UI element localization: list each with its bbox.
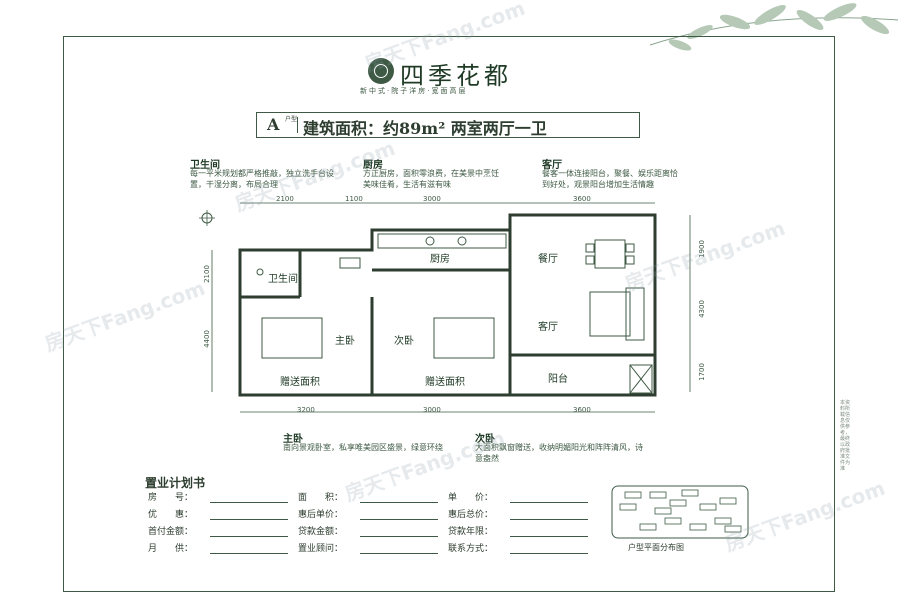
form-title: 置业计划书	[145, 476, 206, 490]
form-row: 优 惠： 惠后单价： 惠后总价：	[148, 507, 588, 525]
flower-logo-icon	[368, 58, 394, 84]
room-master: 主卧	[335, 336, 355, 347]
form-field-input[interactable]	[210, 553, 288, 554]
form-field-input[interactable]	[360, 502, 438, 503]
room-dining: 餐厅	[538, 254, 558, 265]
dim-top-1: 2100	[276, 195, 294, 203]
brand-name: 四季花都	[400, 62, 512, 90]
form-field-label: 面 积：	[298, 493, 344, 503]
dim-top-3: 3000	[423, 195, 441, 203]
brand-slogan: 新中式·院子洋房·宽面高层	[360, 87, 468, 95]
form-field-label: 惠后总价：	[448, 510, 494, 520]
form-field-label: 首付金额：	[148, 527, 194, 537]
form-field-input[interactable]	[510, 502, 588, 503]
room-living: 客厅	[538, 322, 558, 333]
kitchen-label: 厨房	[363, 160, 383, 171]
form-field-input[interactable]	[360, 553, 438, 554]
divider	[297, 117, 298, 133]
dim-top-4: 3600	[573, 195, 591, 203]
living-label: 客厅	[542, 160, 562, 171]
form-field-input[interactable]	[510, 553, 588, 554]
site-minimap	[611, 485, 749, 539]
form-field-label: 优 惠：	[148, 510, 194, 520]
form-field-label: 贷款金额：	[298, 527, 344, 537]
form-field-input[interactable]	[510, 519, 588, 520]
dim-bottom-2: 3000	[423, 406, 441, 414]
minimap-caption: 户型平面分布图	[628, 543, 684, 552]
form-field-label: 置业顾问：	[298, 544, 344, 554]
bath-label: 卫生间	[190, 160, 220, 171]
side-note: 本资料所载信息仅供参考，最终以政府批准文件为准	[840, 400, 851, 472]
second-label: 次卧	[475, 434, 495, 445]
leaf-decoration	[649, 3, 899, 51]
room-bath: 卫生间	[268, 274, 298, 285]
form-field-label: 联系方式：	[448, 544, 494, 554]
form-row: 月 供： 置业顾问： 联系方式：	[148, 541, 588, 559]
form-field-input[interactable]	[360, 536, 438, 537]
room-gift-2: 赠送面积	[425, 377, 465, 388]
master-note: 南向景观卧室，私享唯美园区盛景，绿意环绕	[283, 443, 443, 452]
kitchen-note: 方正厨房，面积零浪费，在美景中烹饪美味佳肴，生活有滋有味	[363, 169, 499, 189]
form-field-label: 月 供：	[148, 544, 194, 554]
unit-description: 建筑面积：约89m² 两室两厅一卫	[303, 119, 547, 138]
form-field-input[interactable]	[210, 502, 288, 503]
living-note: 餐客一体连接阳台，聚餐、娱乐距离恰到好处，观景阳台增加生活情趣	[542, 169, 678, 189]
unit-title: A 户型 建筑面积：约89m² 两室两厅一卫	[256, 112, 640, 138]
bath-note: 每一平米规划都严格推敲，独立洗手台设置，干湿分离，布局合理	[190, 169, 334, 189]
form-field-input[interactable]	[360, 519, 438, 520]
second-note: 大面积飘窗赠送，收纳明媚阳光和阵阵清风，诗意盎然	[475, 443, 643, 463]
room-second: 次卧	[394, 336, 414, 347]
master-label: 主卧	[283, 434, 303, 445]
form-field-label: 房 号：	[148, 493, 194, 503]
form-field-input[interactable]	[210, 536, 288, 537]
form-field-label: 惠后单价：	[298, 510, 344, 520]
dim-bottom-1: 3200	[297, 406, 315, 414]
form-row: 房 号： 面 积： 单 价：	[148, 490, 588, 508]
dim-bottom-3: 3600	[573, 406, 591, 414]
form-field-input[interactable]	[210, 519, 288, 520]
form-field-label: 贷款年限：	[448, 527, 494, 537]
room-balcony: 阳台	[548, 374, 568, 385]
page-frame	[63, 36, 835, 592]
room-gift-1: 赠送面积	[280, 377, 320, 388]
form-field-input[interactable]	[510, 536, 588, 537]
unit-type: A	[267, 115, 280, 134]
room-kitchen: 厨房	[430, 254, 450, 265]
form-field-label: 单 价：	[448, 493, 494, 503]
unit-type-sub: 户型	[285, 116, 298, 123]
form-row: 首付金额： 贷款金额： 贷款年限：	[148, 524, 588, 542]
dim-top-2: 1100	[345, 195, 363, 203]
